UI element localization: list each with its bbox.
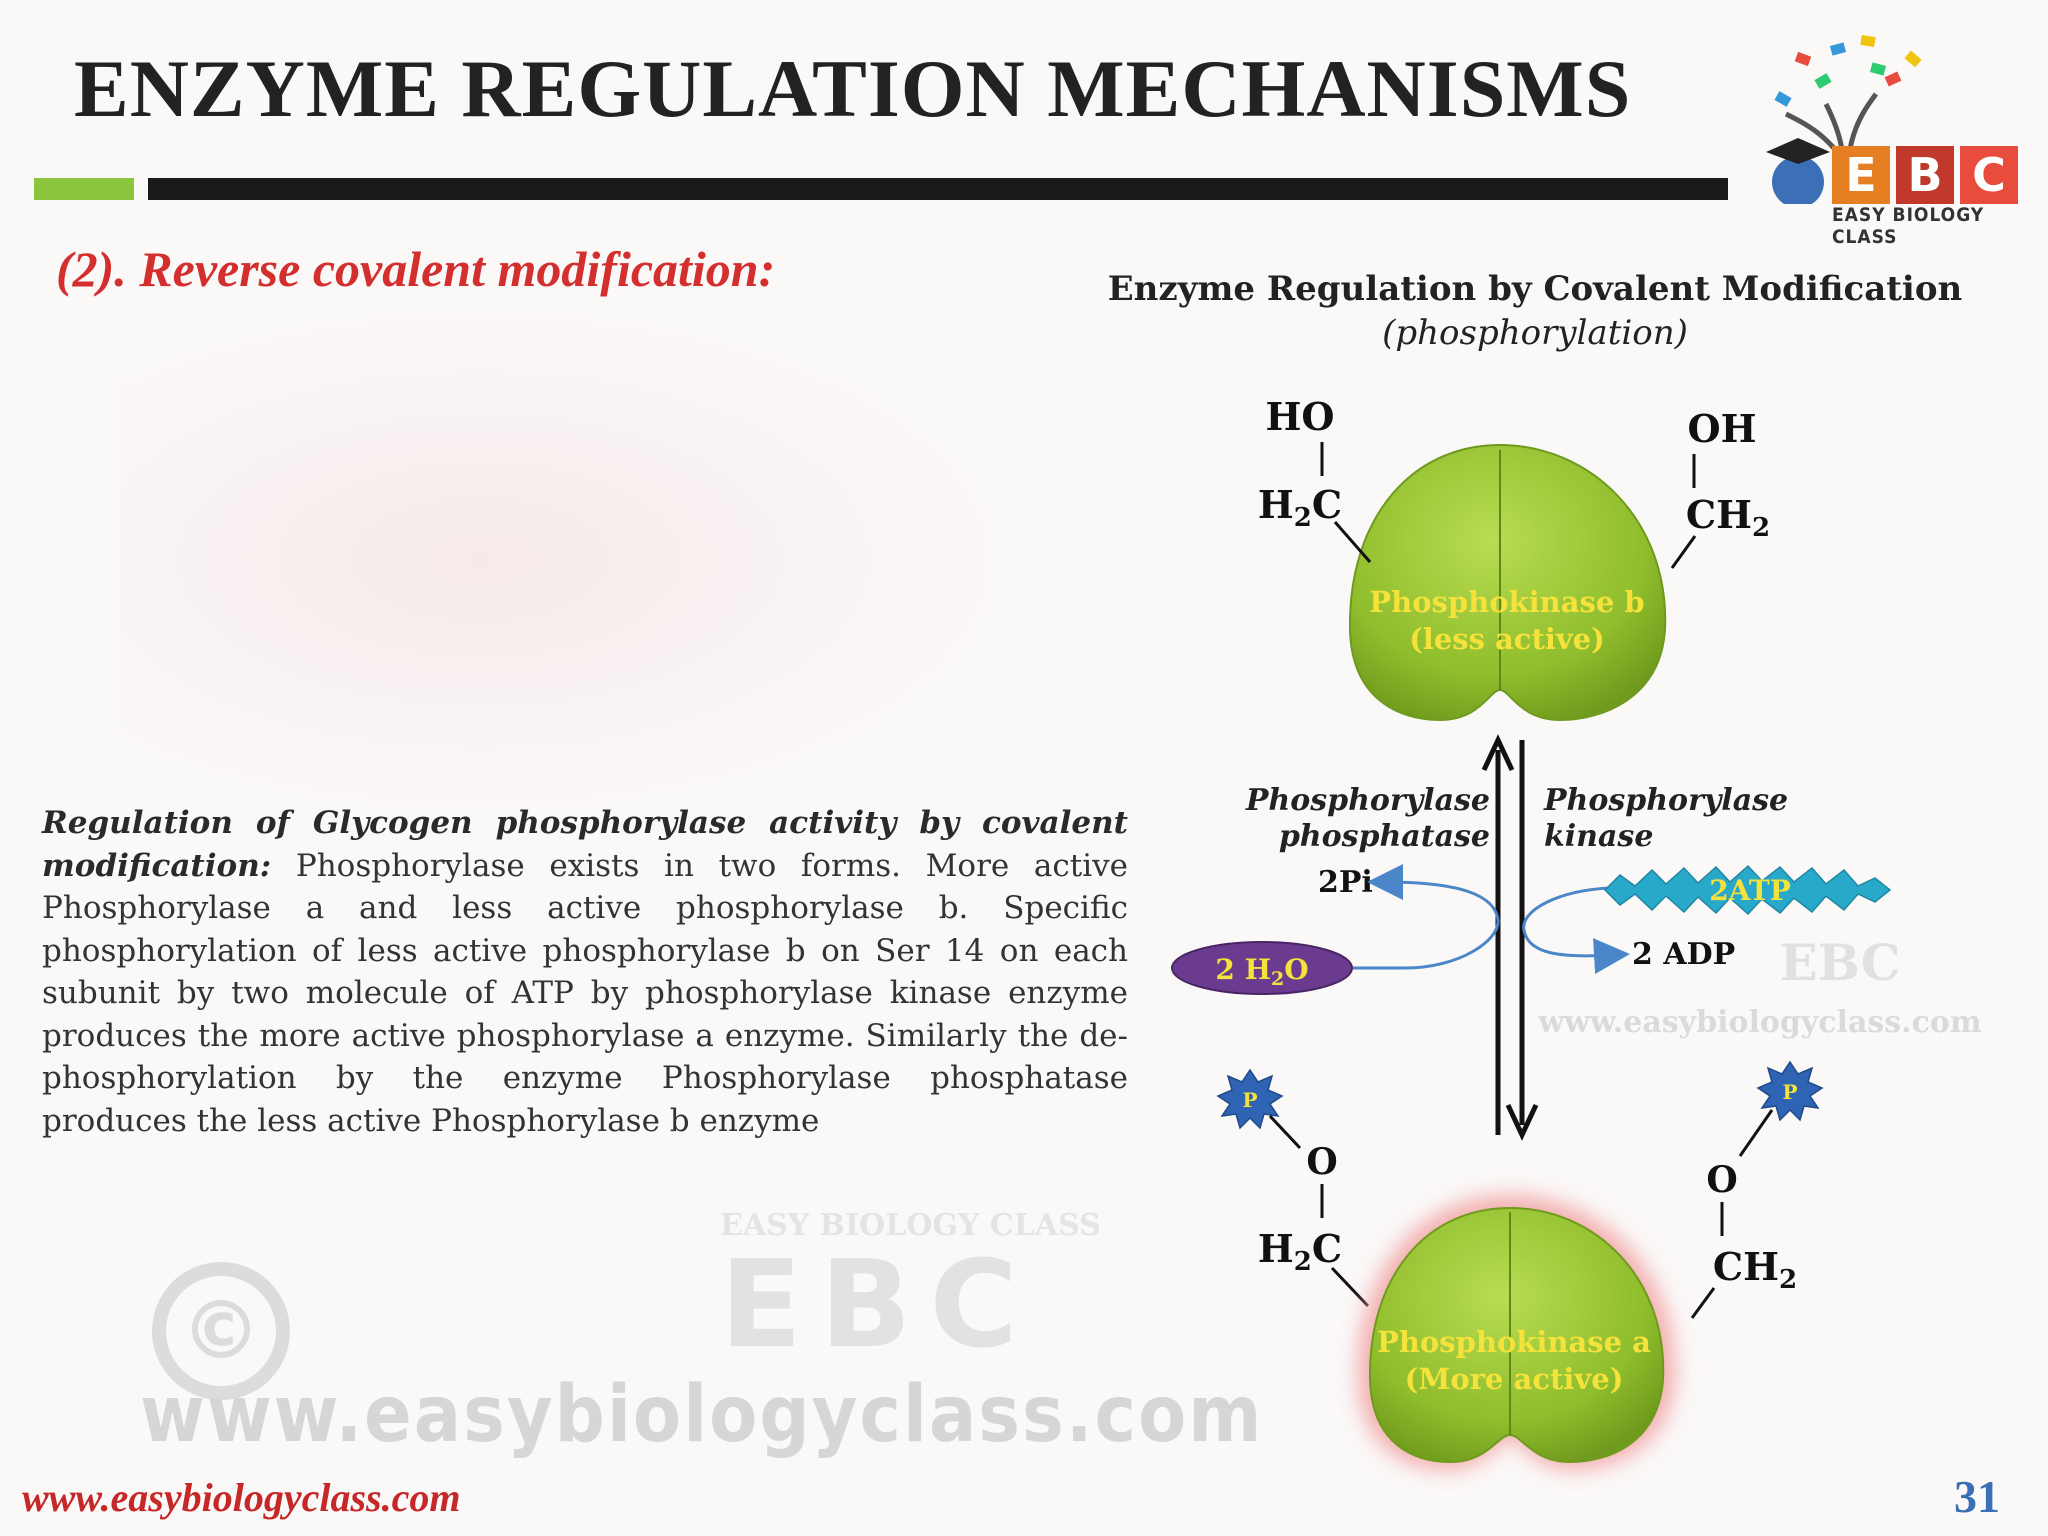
body-text: Phosphorylase exists in two forms. More … xyxy=(42,847,1128,1139)
section-subtitle: (2). Reverse covalent modification: xyxy=(56,241,776,297)
top-enzyme-state: (less active) xyxy=(1409,622,1605,656)
footer-url[interactable]: www.easybiologyclass.com xyxy=(22,1475,461,1520)
kinase-label-line2: kinase xyxy=(1544,819,1653,854)
phosphate-right-label: P xyxy=(1782,1080,1797,1104)
water-pill xyxy=(1171,941,1353,995)
page-title: ENZYME REGULATION MECHANISMS xyxy=(74,43,1632,134)
bottom-enzyme-state: (More active) xyxy=(1405,1362,1624,1396)
bottom-left-h2c: H2C xyxy=(1258,1226,1342,1277)
logo-letter-b: B xyxy=(1896,146,1954,204)
watermark-url: www.easybiologyclass.com xyxy=(140,1370,1264,1460)
enzyme-top-less-active: Phosphokinase b (less active) xyxy=(1348,443,1667,722)
bottom-left-o: O xyxy=(1306,1141,1337,1183)
equilibrium-arrows xyxy=(1481,734,1539,1141)
tree-icon xyxy=(1766,34,1922,204)
title-underline-bar xyxy=(148,178,1728,200)
kinase-label-line1: Phosphorylase xyxy=(1543,783,1788,818)
logo-letter-c: C xyxy=(1960,146,2018,204)
top-left-ho: HO xyxy=(1265,394,1334,439)
diagram-title-paren: (phosphorylation) xyxy=(1382,313,1688,353)
covalent-modification-diagram: Enzyme Regulation by Covalent Modificati… xyxy=(1108,269,1982,1470)
phosphatase-label-line2: phosphatase xyxy=(1279,819,1490,854)
logo-tagline: EASY BIOLOGY CLASS xyxy=(1832,204,1985,248)
inner-watermark-brand: EBC xyxy=(1779,933,1900,992)
phosphate-star-left: P xyxy=(1216,1068,1284,1130)
bottom-right-ch2: CH2 xyxy=(1713,1244,1797,1295)
product-2pi: 2Pi xyxy=(1318,865,1373,900)
top-left-h2c: H2C xyxy=(1258,482,1342,533)
logo-letter-e: E xyxy=(1832,146,1890,204)
page-number: 31 xyxy=(1954,1471,2000,1522)
reactant-water: 2 H2O xyxy=(1215,953,1308,990)
globe-icon xyxy=(1772,156,1824,204)
watermark-brand-title: EASY BIOLOGY CLASS xyxy=(720,1208,1101,1243)
phosphate-star-right: P xyxy=(1756,1060,1824,1122)
title-accent-green xyxy=(34,178,134,200)
inner-watermark-url: www.easybiologyclass.com xyxy=(1537,1005,1982,1040)
top-right-oh: OH xyxy=(1687,406,1756,451)
phosphatase-curve-arrow xyxy=(1305,864,1500,970)
phosphate-left-label: P xyxy=(1242,1088,1257,1112)
reactant-atp: 2ATP xyxy=(1709,874,1791,907)
enzyme-bottom-more-active: Phosphokinase a (More active) xyxy=(1357,1195,1676,1470)
body-lead: Regulation of Glycogen phosphorylase act… xyxy=(42,805,1128,884)
atp-burst xyxy=(1603,864,1892,916)
grad-cap-icon xyxy=(1766,138,1830,164)
ebc-logo: E B C EASY BIOLOGY CLASS xyxy=(1736,14,2036,248)
bottom-right-o: O xyxy=(1706,1159,1737,1201)
bottom-enzyme-name: Phosphokinase a xyxy=(1377,1325,1651,1359)
watermark-brand: EBC xyxy=(720,1236,1036,1375)
top-enzyme-name: Phosphokinase b xyxy=(1369,585,1644,619)
product-adp: 2 ADP xyxy=(1632,937,1735,972)
diagram-title: Enzyme Regulation by Covalent Modificati… xyxy=(1108,269,1963,309)
body-paragraph: Regulation of Glycogen phosphorylase act… xyxy=(42,802,1128,1142)
phosphatase-label-line1: Phosphorylase xyxy=(1245,783,1490,818)
top-right-ch2: CH2 xyxy=(1686,492,1770,543)
kinase-curve-arrow xyxy=(1522,886,1630,975)
background-wash xyxy=(120,300,1020,820)
